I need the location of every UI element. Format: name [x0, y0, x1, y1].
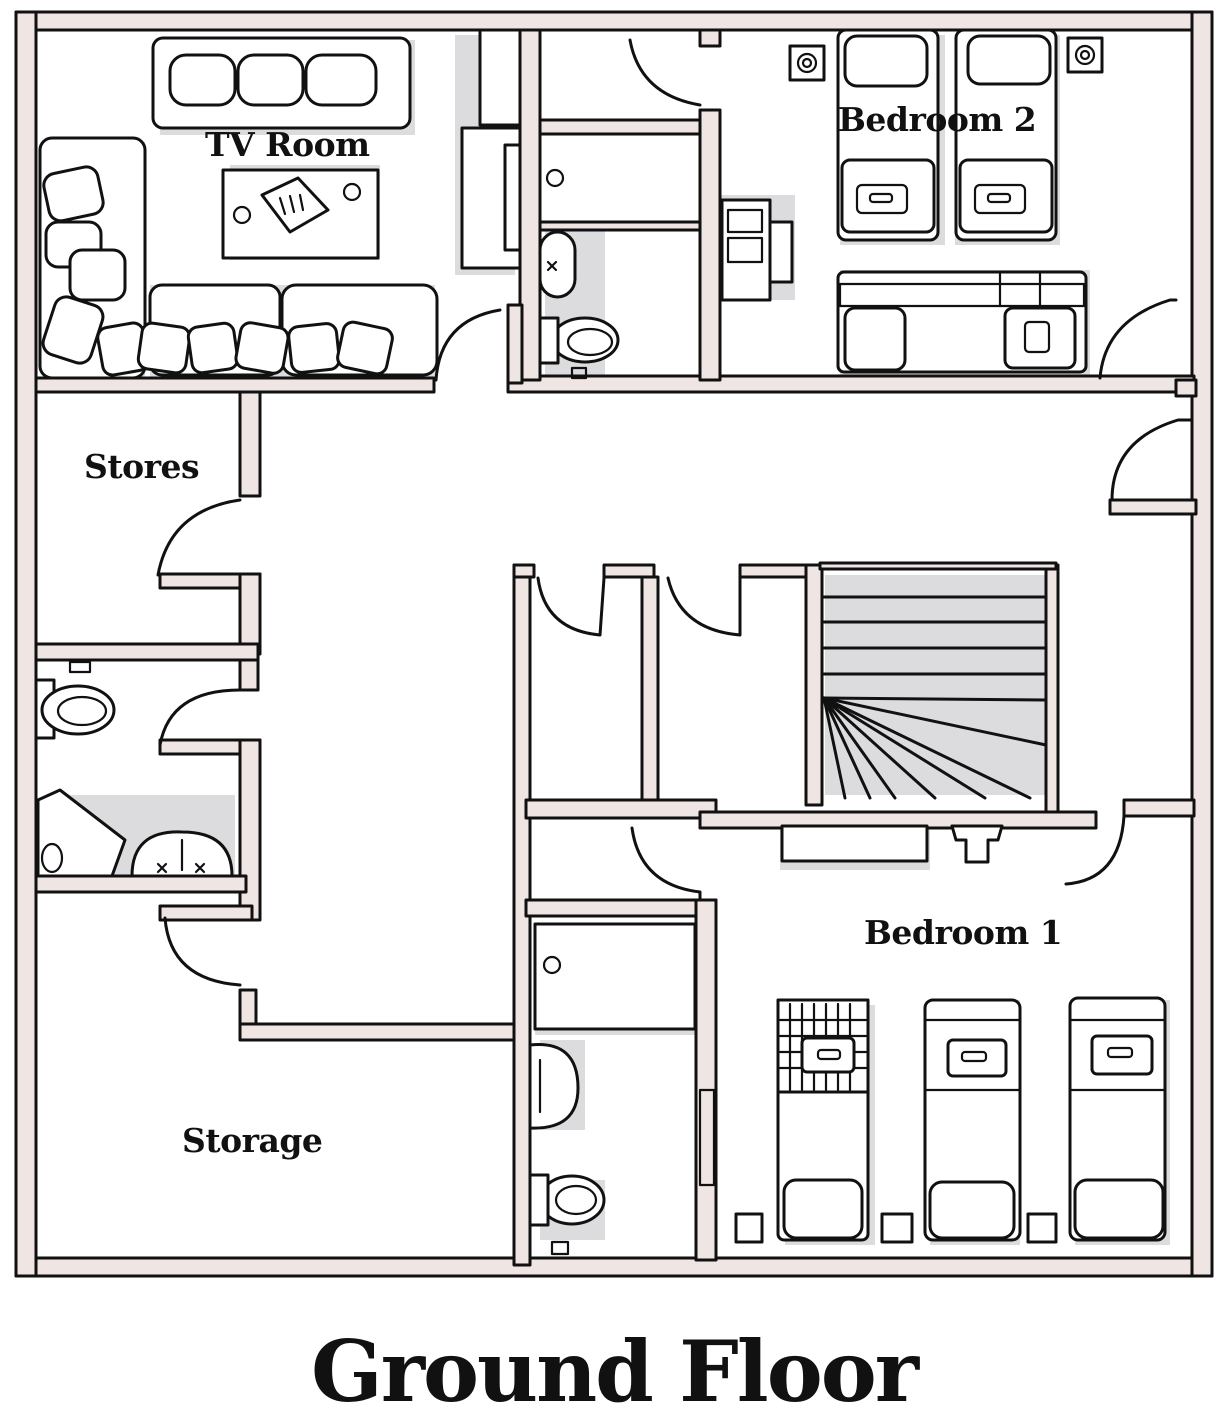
dresser — [780, 824, 929, 863]
tv-unit — [478, 28, 522, 127]
left-wc-fixtures — [34, 660, 234, 878]
door-bedroom2-hall — [1098, 298, 1178, 380]
nightstand-3 — [1026, 1212, 1058, 1244]
door-stores — [156, 498, 242, 577]
wash-basin-bottom — [528, 1043, 580, 1130]
nightstand-2 — [880, 1212, 914, 1244]
nightstand-right — [1066, 36, 1104, 74]
floor-title: Ground Floor — [311, 1322, 919, 1421]
toilet-left — [40, 684, 116, 736]
top-bathroom-fixtures — [538, 168, 620, 380]
door-cupboard-1 — [536, 576, 606, 637]
sink-bedroom1 — [950, 824, 1004, 864]
nightstand-left — [788, 44, 826, 82]
walls — [14, 10, 1214, 1278]
room-label-bedroom-2: Bedroom 2 — [838, 100, 1037, 139]
door-bedroom1 — [1064, 814, 1126, 886]
doors — [156, 38, 1194, 987]
bathtub — [533, 922, 697, 1031]
room-label-stores: Stores — [84, 447, 200, 486]
staircase — [822, 595, 1048, 800]
door-bathroom-bedroom1 — [630, 826, 702, 902]
bottom-bathroom-fixtures — [528, 922, 716, 1256]
door-right-hall — [1110, 418, 1194, 502]
floor-plan — [14, 10, 1214, 1278]
toilet-bottom — [538, 1174, 606, 1226]
room-label-bedroom-1: Bedroom 1 — [864, 913, 1063, 952]
tv-room-furniture — [38, 28, 522, 380]
room-label-tv-room: TV Room — [205, 125, 370, 164]
door-cupboard-2 — [666, 576, 742, 637]
wash-basin-top — [538, 230, 577, 299]
door-storage — [163, 916, 242, 987]
door-wc-left — [158, 688, 242, 747]
door-bathroom-top — [628, 38, 702, 107]
nightstand-1 — [734, 1212, 764, 1244]
door-tv-room — [434, 308, 502, 382]
desk-chair — [768, 220, 794, 284]
bedroom2-furniture — [720, 28, 1104, 374]
room-label-storage: Storage — [182, 1121, 323, 1160]
bedroom1-furniture — [734, 824, 1167, 1244]
shower-tray — [36, 788, 127, 878]
